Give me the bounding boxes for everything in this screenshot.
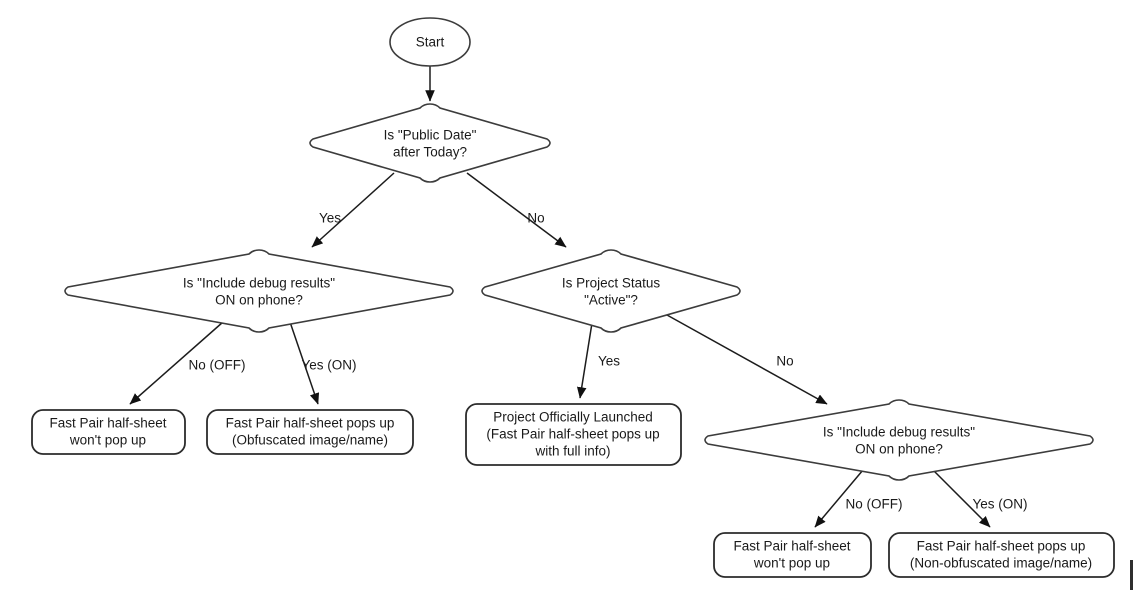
public-date-label-line-2: after Today? bbox=[393, 145, 467, 160]
edge-project-status-no bbox=[666, 314, 828, 405]
right-edge-artifact bbox=[1130, 560, 1133, 590]
terminal-launched-line-1: Project Officially Launched bbox=[493, 410, 653, 425]
terminal-left-off-line-1: Fast Pair half-sheet bbox=[49, 416, 166, 431]
edge-public-date-no bbox=[466, 172, 567, 248]
nodes-layer: Start Is "Public Date" after Today? Is "… bbox=[31, 17, 1115, 578]
start-label-line-1: Start bbox=[416, 35, 445, 50]
terminal-launched-line-2: (Fast Pair half-sheet pops up bbox=[486, 427, 659, 442]
edge-left-debug-yes-on bbox=[289, 321, 320, 405]
debug-right-label-line-2: ON on phone? bbox=[855, 442, 943, 457]
start-ellipse-shape bbox=[389, 17, 471, 67]
terminal-left-on-line-1: Fast Pair half-sheet pops up bbox=[226, 416, 395, 431]
node-terminal-launched[interactable]: Project Officially Launched (Fast Pair h… bbox=[465, 403, 682, 466]
debug-left-diamond-shape bbox=[64, 249, 454, 333]
edge-label-project-status-no: No bbox=[776, 354, 793, 369]
public-date-diamond-shape bbox=[309, 103, 551, 183]
edge-labels-layer: Yes No No (OFF) Yes (ON) Yes No No (OFF)… bbox=[189, 211, 1028, 512]
node-public-date-decision[interactable]: Is "Public Date" after Today? bbox=[309, 103, 551, 183]
debug-right-diamond-shape bbox=[704, 399, 1094, 481]
terminal-right-off-shape bbox=[713, 532, 872, 578]
node-debug-results-right-decision[interactable]: Is "Include debug results" ON on phone? bbox=[704, 399, 1094, 481]
terminal-left-off-shape bbox=[31, 409, 186, 455]
project-status-label-line-1: Is Project Status bbox=[562, 276, 661, 291]
terminal-right-off-line-2: won't pop up bbox=[753, 556, 830, 571]
edges-layer bbox=[129, 66, 991, 528]
debug-left-label-line-2: ON on phone? bbox=[215, 293, 303, 308]
edge-label-left-debug-no-off: No (OFF) bbox=[189, 358, 246, 373]
edge-right-debug-yes-on bbox=[932, 469, 991, 528]
node-debug-results-left-decision[interactable]: Is "Include debug results" ON on phone? bbox=[64, 249, 454, 333]
edge-label-left-debug-yes-on: Yes (ON) bbox=[301, 358, 356, 373]
public-date-label-line-1: Is "Public Date" bbox=[384, 128, 477, 143]
node-terminal-right-on[interactable]: Fast Pair half-sheet pops up (Non-obfusc… bbox=[888, 532, 1115, 578]
terminal-right-on-line-1: Fast Pair half-sheet pops up bbox=[917, 539, 1086, 554]
project-status-diamond-shape bbox=[481, 249, 741, 333]
edge-public-date-yes bbox=[311, 172, 395, 248]
edge-label-public-date-yes: Yes bbox=[319, 211, 341, 226]
edge-left-debug-no-off bbox=[129, 321, 224, 405]
terminal-right-off-line-1: Fast Pair half-sheet bbox=[733, 539, 850, 554]
edge-label-right-debug-yes-on: Yes (ON) bbox=[972, 497, 1027, 512]
terminal-right-on-line-2: (Non-obfuscated image/name) bbox=[910, 556, 1092, 571]
terminal-launched-line-3: with full info) bbox=[534, 444, 610, 459]
edge-label-right-debug-no-off: No (OFF) bbox=[846, 497, 903, 512]
node-terminal-left-off[interactable]: Fast Pair half-sheet won't pop up bbox=[31, 409, 186, 455]
edge-right-debug-no-off bbox=[814, 469, 864, 528]
project-status-label-line-2: "Active"? bbox=[584, 293, 638, 308]
terminal-right-on-shape bbox=[888, 532, 1115, 578]
terminal-left-on-shape bbox=[206, 409, 414, 455]
node-project-status-decision[interactable]: Is Project Status "Active"? bbox=[481, 249, 741, 333]
edge-label-public-date-no: No bbox=[527, 211, 544, 226]
node-terminal-left-on[interactable]: Fast Pair half-sheet pops up (Obfuscated… bbox=[206, 409, 414, 455]
terminal-left-off-line-2: won't pop up bbox=[69, 433, 146, 448]
node-terminal-right-off[interactable]: Fast Pair half-sheet won't pop up bbox=[713, 532, 872, 578]
edge-project-status-yes bbox=[576, 322, 593, 399]
edge-label-project-status-yes: Yes bbox=[598, 354, 620, 369]
debug-right-label-line-1: Is "Include debug results" bbox=[823, 425, 975, 440]
terminal-launched-shape bbox=[465, 403, 682, 466]
debug-left-label-line-1: Is "Include debug results" bbox=[183, 276, 335, 291]
node-start[interactable]: Start bbox=[389, 17, 471, 67]
terminal-left-on-line-2: (Obfuscated image/name) bbox=[232, 433, 388, 448]
